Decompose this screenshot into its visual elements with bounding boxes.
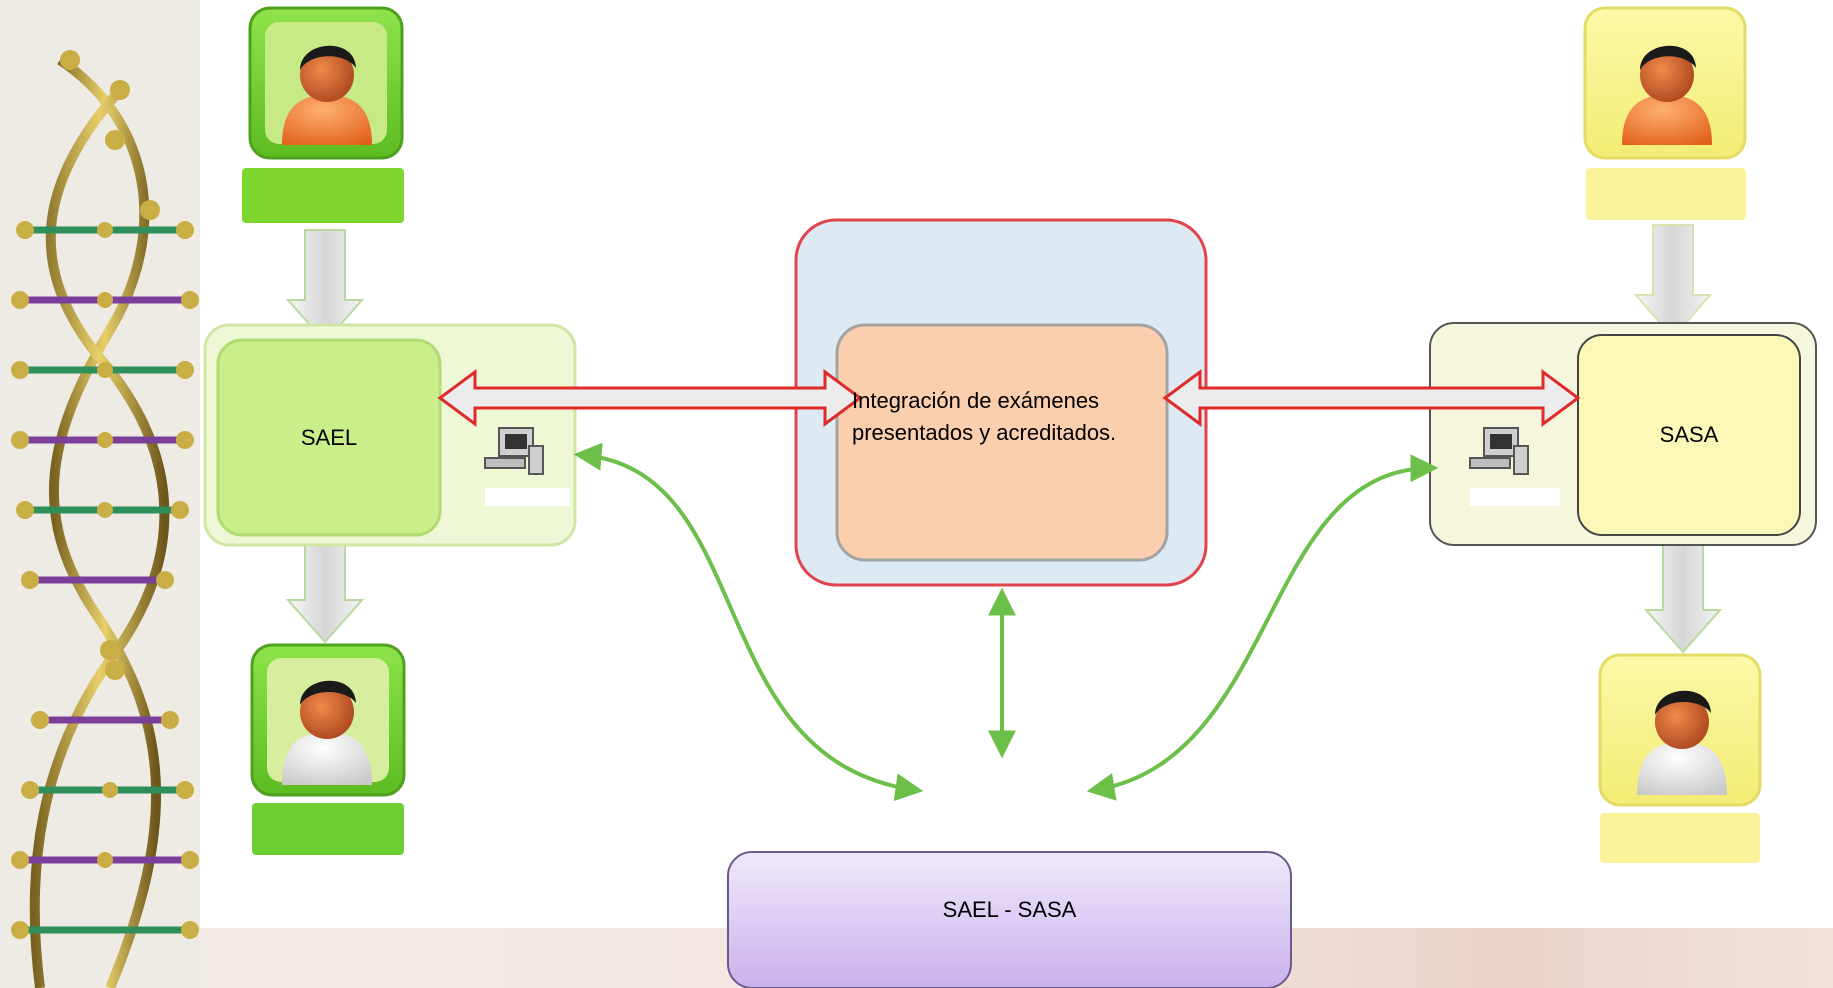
person-icon [1583, 6, 1747, 220]
person-icon [1598, 653, 1762, 863]
sasa-label: SASA [1659, 422, 1719, 447]
person-icon [250, 643, 406, 855]
combined-system-box [727, 851, 1292, 988]
computer-icon [484, 427, 570, 506]
sael-label: SAEL [300, 424, 358, 450]
sael-panel [203, 323, 577, 547]
person-icon [242, 6, 404, 223]
dna-helix-icon [11, 50, 199, 988]
integration-label: Integración de exámenes presentados y ac… [852, 385, 1167, 449]
integration-label-line-2: presentados y acreditados. [852, 420, 1117, 445]
green-connectors [573, 442, 1439, 802]
flow-arrows-down [285, 224, 1723, 654]
integration-label-line-1: Integración de exámenes [852, 388, 1100, 413]
computer-icon [1469, 427, 1560, 506]
sael-integration-link [437, 369, 863, 427]
integration-sasa-link [1162, 369, 1581, 427]
combined-system-label: SAEL - SASA [942, 897, 1077, 922]
